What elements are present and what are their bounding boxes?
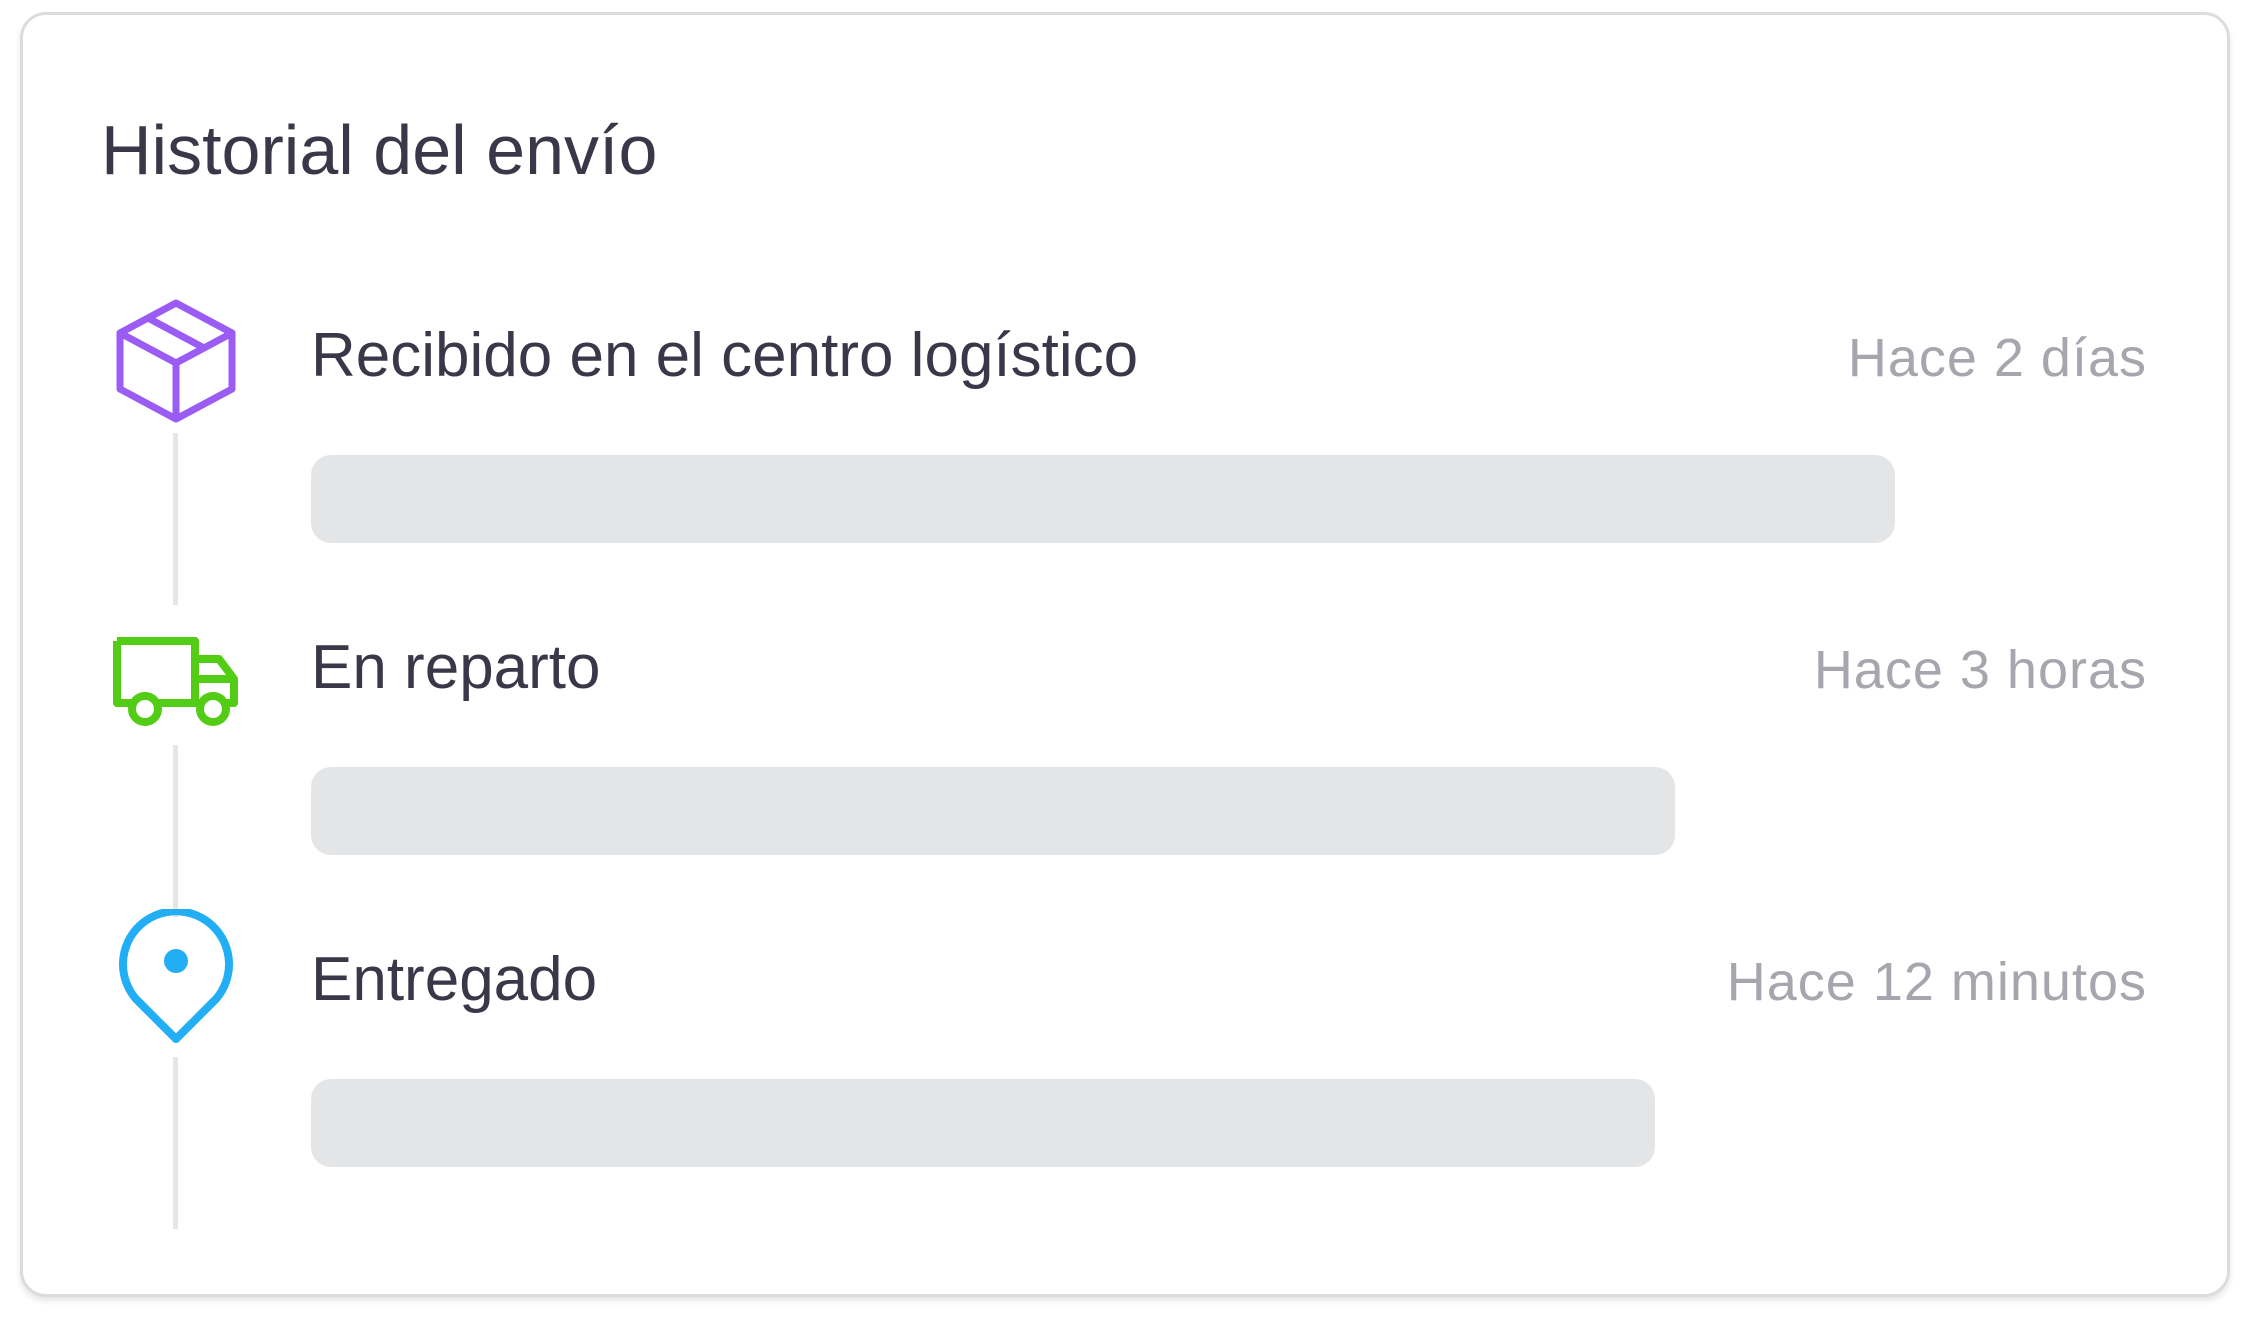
- shipment-history-card: Historial del envío Recibido en el centr…: [20, 12, 2230, 1297]
- event-details-placeholder: [311, 1079, 1655, 1167]
- event-timestamp: Hace 2 días: [1847, 328, 2147, 388]
- package-box-icon: [106, 285, 246, 425]
- timeline-connector: [173, 1057, 178, 1229]
- timeline-connector: [173, 433, 178, 605]
- event-label: En reparto: [311, 633, 601, 702]
- timeline-event-delivered: Entregado Hace 12 minutos: [23, 909, 2227, 1169]
- map-pin-icon: [106, 909, 246, 1049]
- shipment-timeline: Recibido en el centro logístico Hace 2 d…: [23, 15, 2227, 1294]
- event-timestamp: Hace 12 minutos: [1726, 952, 2147, 1012]
- event-label: Entregado: [311, 945, 598, 1014]
- event-timestamp: Hace 3 horas: [1813, 640, 2147, 700]
- event-details-placeholder: [311, 767, 1675, 855]
- timeline-connector: [173, 745, 178, 917]
- timeline-event-out-for-delivery: En reparto Hace 3 horas: [23, 597, 2227, 857]
- event-details-placeholder: [311, 455, 1895, 543]
- event-label: Recibido en el centro logístico: [311, 321, 1139, 390]
- card-title: Historial del envío: [101, 111, 658, 189]
- timeline-event-received: Recibido en el centro logístico Hace 2 d…: [23, 285, 2227, 545]
- delivery-truck-icon: [106, 597, 246, 737]
